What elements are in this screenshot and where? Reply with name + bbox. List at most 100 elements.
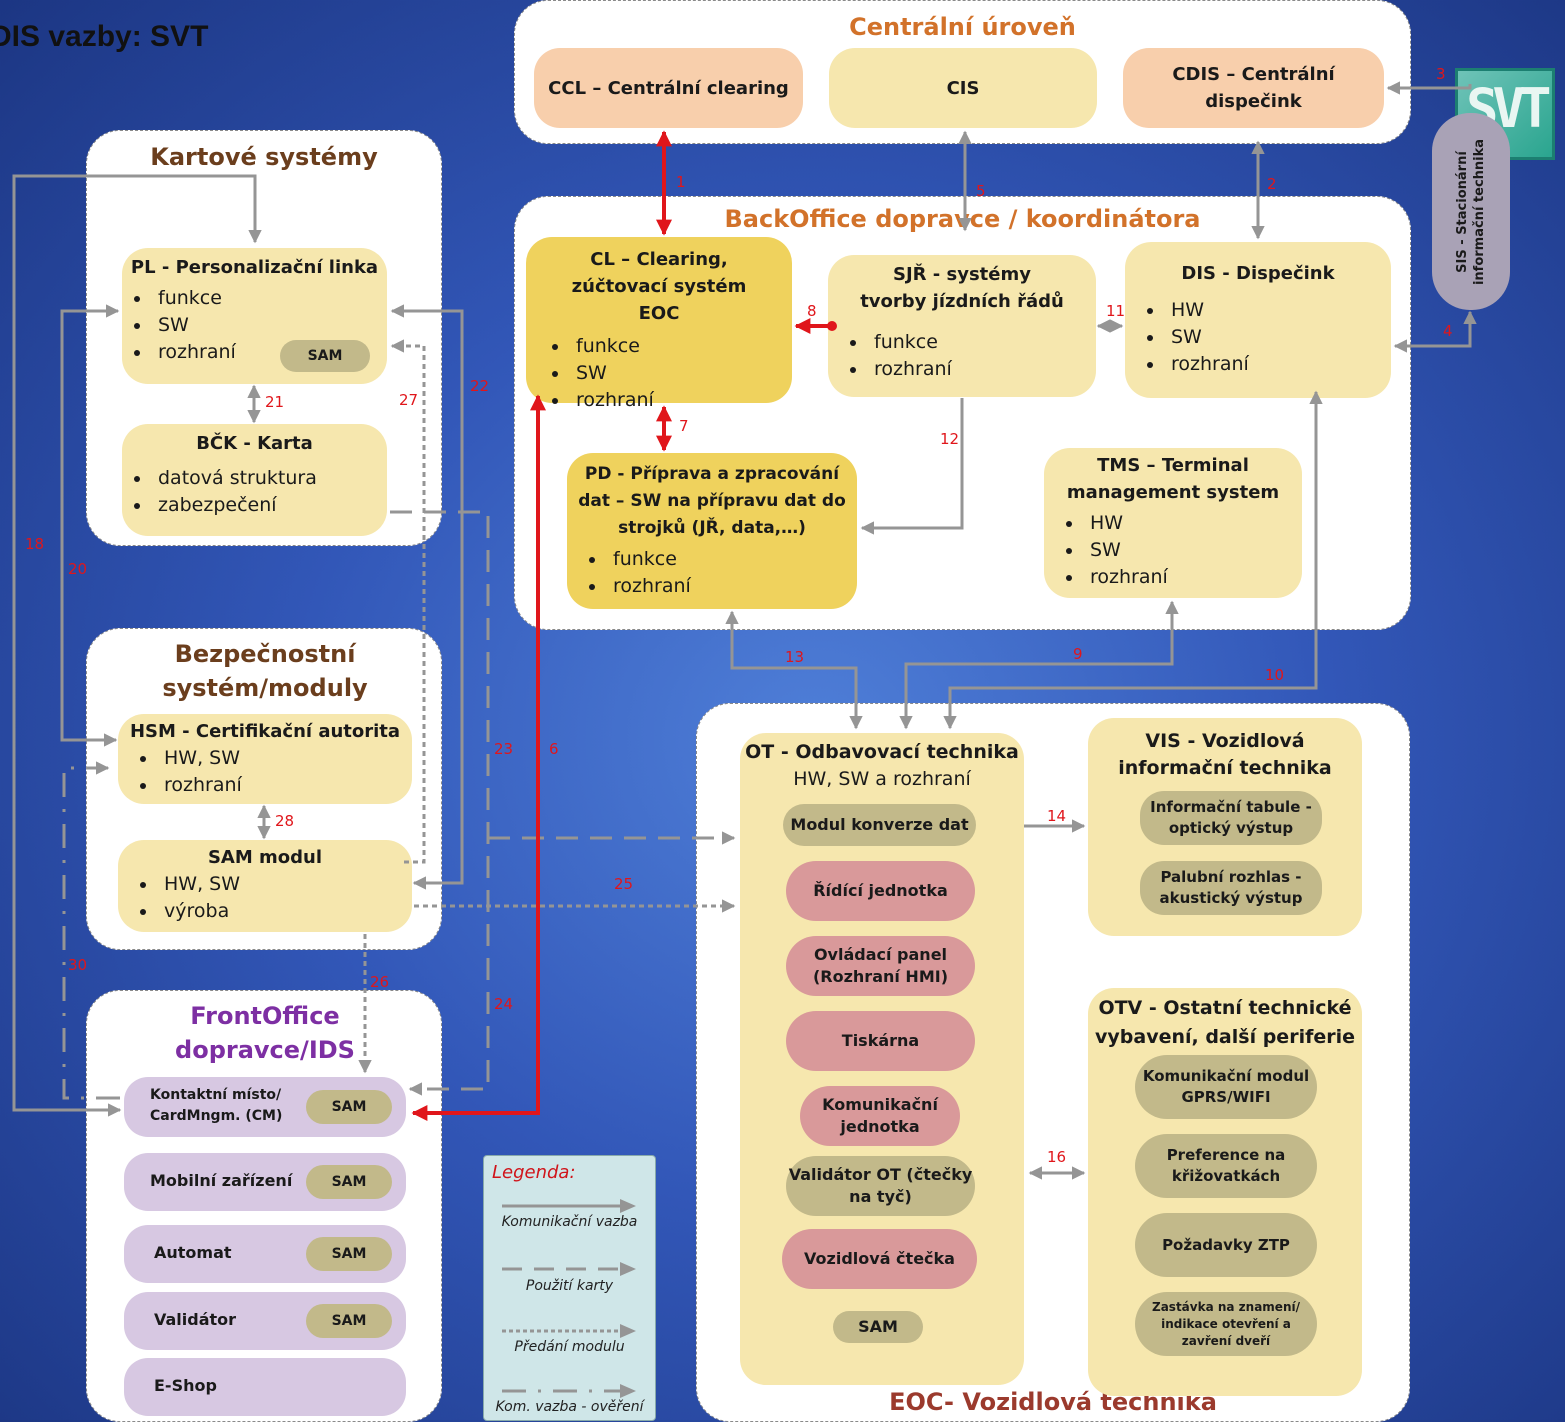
- ot-subtitle: HW, SW a rozhraní: [793, 768, 971, 790]
- cl-box[interactable]: CL – Clearing, zúčtovací systém EOC funk…: [526, 237, 792, 411]
- link-number: 7: [679, 417, 689, 435]
- cl-title: CL – Clearing, zúčtovací systém EOC: [571, 249, 747, 324]
- cl-item: funkce: [570, 333, 792, 360]
- sjr-title: SJŘ - systémy tvorby jízdních řádů: [860, 264, 1064, 312]
- vis-module-tabule: Informační tabule - optický výstup: [1140, 791, 1322, 845]
- link-number: 1: [676, 173, 686, 191]
- ot-module-ridici: Řídící jednotka: [786, 861, 975, 921]
- fo-row-sam: SAM: [306, 1304, 392, 1338]
- link-number: 10: [1265, 666, 1285, 684]
- fo-row-sam: SAM: [306, 1165, 392, 1199]
- link-number: 30: [68, 956, 88, 974]
- fo-row-validator[interactable]: Validátor SAM: [124, 1292, 406, 1350]
- ot-module-sam: SAM: [833, 1311, 923, 1343]
- link-number: 28: [275, 812, 295, 830]
- legend-item: Předání modulu: [514, 1339, 625, 1355]
- link-number: 26: [370, 973, 390, 991]
- pd-box[interactable]: PD - Příprava a zpracování dat – SW na p…: [567, 453, 857, 609]
- link-number: 23: [494, 740, 514, 758]
- dis-item: HW: [1165, 297, 1391, 324]
- cdis-box[interactable]: CDIS – Centrální dispečink: [1123, 48, 1384, 128]
- link-10: [943, 390, 1323, 730]
- otv-title: OTV - Ostatní technické vybavení, další …: [1095, 997, 1355, 1048]
- link-23: [390, 510, 490, 1096]
- sis-box[interactable]: SIS - Stacionární informační technika: [1432, 113, 1510, 310]
- dis-item: SW: [1165, 324, 1391, 351]
- ot-module-konverze: Modul konverze dat: [783, 804, 976, 846]
- link-number: 13: [785, 648, 805, 666]
- legend-item: Kom. vazba - ověření: [495, 1399, 644, 1415]
- link-8-origin-dot: [827, 321, 837, 331]
- legend-arrowhead: [620, 1384, 636, 1398]
- link-number: 24: [494, 995, 514, 1013]
- legend-item: Použití karty: [525, 1278, 614, 1294]
- link-number: 14: [1047, 807, 1067, 825]
- kartove-title: Kartové systémy: [150, 143, 378, 171]
- pl-sam: SAM: [280, 340, 370, 372]
- link-number: 16: [1047, 1148, 1067, 1166]
- pd-title: PD - Příprava a zpracování dat – SW na p…: [578, 464, 846, 538]
- page-title: DIS vazby: SVT: [0, 20, 209, 53]
- link-number: 27: [399, 391, 419, 409]
- ccl-title: CCL – Centrální clearing: [548, 77, 789, 99]
- link-number: 18: [25, 535, 45, 553]
- dis-box[interactable]: DIS - Dispečink HW SW rozhraní: [1125, 242, 1391, 398]
- link-number: 21: [265, 393, 285, 411]
- link-number: 2: [1267, 175, 1277, 193]
- fo-row-sam: SAM: [306, 1237, 392, 1271]
- otv-module-ztp: Požadavky ZTP: [1135, 1213, 1317, 1277]
- fo-row-sam: SAM: [306, 1090, 392, 1124]
- fo-row-eshop[interactable]: E-Shop: [124, 1358, 406, 1416]
- otv-module-gprs: Komunikační modul GPRS/WIFI: [1135, 1055, 1317, 1119]
- fo-row-label: E-Shop: [154, 1376, 217, 1395]
- link-number: 22: [470, 377, 490, 395]
- link-3: [1386, 81, 1472, 95]
- link-number: 6: [549, 740, 559, 758]
- link-number: 12: [940, 430, 960, 448]
- fo-row-mobilni[interactable]: Mobilní zařízení SAM: [124, 1153, 406, 1211]
- ot-module-tiskarna: Tiskárna: [786, 1011, 975, 1071]
- link-20: [60, 304, 120, 747]
- link-number: 3: [1436, 65, 1446, 83]
- legend-item: Komunikační vazba: [501, 1214, 638, 1230]
- link-18: [12, 174, 262, 1117]
- fo-row-label: Mobilní zařízení: [150, 1171, 293, 1190]
- sjr-box[interactable]: SJŘ - systémy tvorby jízdních řádů funkc…: [828, 255, 1096, 397]
- link-number: 25: [614, 875, 634, 893]
- vis-module-rozhlas: Palubní rozhlas - akustický výstup: [1140, 861, 1322, 915]
- cis-box[interactable]: CIS: [829, 48, 1097, 128]
- ot-module-komunikacni: Komunikační jednotka: [800, 1086, 960, 1146]
- cl-item: SW: [570, 360, 792, 387]
- otv-module-preference: Preference na křižovatkách: [1135, 1134, 1317, 1198]
- link-13: [725, 610, 863, 730]
- legend-title: Legenda:: [492, 1162, 576, 1183]
- legend-arrowhead: [620, 1262, 636, 1276]
- fo-row-automat[interactable]: Automat SAM: [124, 1225, 406, 1283]
- fo-row-label: Automat: [154, 1243, 232, 1262]
- link-number: 20: [68, 560, 88, 578]
- link-4: [1393, 310, 1477, 353]
- ccl-box[interactable]: CCL – Centrální clearing: [534, 48, 803, 128]
- legend-arrowhead: [620, 1199, 636, 1213]
- link-number: 11: [1106, 302, 1126, 320]
- legend: Legenda: Komunikační vazba Použití karty…: [483, 1155, 656, 1421]
- sjr-item: rozhraní: [868, 356, 1096, 383]
- link-30: [62, 761, 120, 1100]
- pd-item: funkce: [607, 546, 857, 573]
- link-number: 4: [1443, 322, 1453, 340]
- link-12: [860, 398, 964, 535]
- legend-lines: [502, 1199, 636, 1398]
- link-number: 5: [976, 182, 986, 200]
- cl-list: funkce SW rozhraní: [526, 333, 792, 414]
- central-title: Centrální úroveň: [849, 13, 1076, 41]
- ot-module-ovladaci: Ovládací panel (Rozhraní HMI): [786, 936, 975, 996]
- cdis-title: CDIS – Centrální dispečink: [1172, 64, 1335, 112]
- otv-module-zastavka: Zastávka na znamení/ indikace otevření a…: [1135, 1292, 1317, 1356]
- ot-module-ctecka: Vozidlová čtečka: [782, 1229, 977, 1289]
- dis-title: DIS - Dispečink: [1181, 263, 1335, 284]
- sjr-list: funkce rozhraní: [828, 329, 1096, 383]
- fo-row-label: Validátor: [154, 1310, 237, 1329]
- link-27: [390, 339, 426, 864]
- sjr-item: funkce: [868, 329, 1096, 356]
